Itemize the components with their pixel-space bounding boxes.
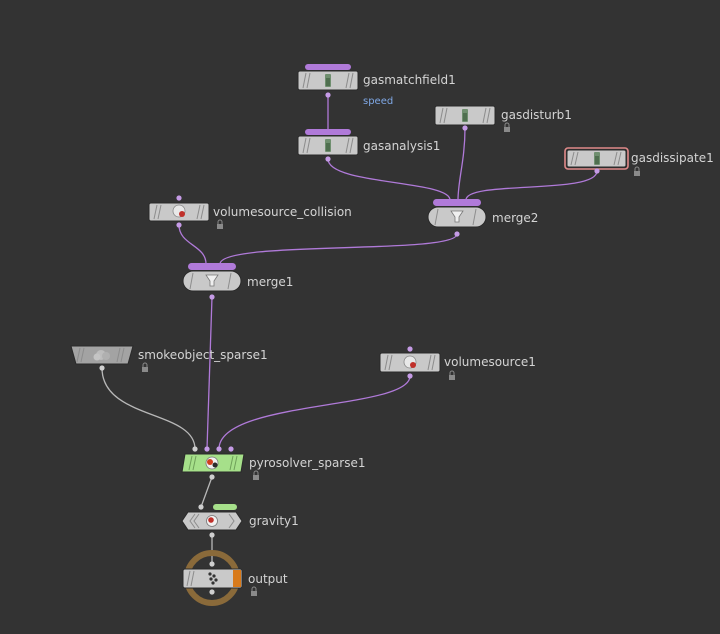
- lock-icon: [253, 470, 259, 480]
- node-sublabel: speed: [363, 96, 393, 107]
- lock-icon: [504, 122, 510, 132]
- merge-funnel-icon: [450, 210, 464, 223]
- display-flag[interactable]: [233, 570, 241, 587]
- node-gasdissipate1[interactable]: gasdissipate1: [564, 147, 714, 176]
- node-gasdisturb1[interactable]: gasdisturb1: [434, 105, 572, 132]
- gas-microsolver-icon: [462, 109, 468, 122]
- input-connector[interactable]: [209, 561, 215, 567]
- node-label: gasdisturb1: [501, 108, 572, 122]
- inputs-bar[interactable]: [433, 199, 481, 206]
- input-connector[interactable]: [198, 504, 204, 510]
- wire-merge1-to-pyrosolver[interactable]: [206, 296, 213, 450]
- gas-microsolver-icon: [325, 74, 331, 87]
- gas-microsolver-icon: [594, 152, 600, 165]
- inputs-bar[interactable]: [213, 504, 237, 510]
- smoke-object-icon: [93, 350, 110, 361]
- output-connector[interactable]: [209, 589, 215, 595]
- lock-icon: [217, 219, 223, 229]
- node-label: smokeobject_sparse1: [138, 348, 268, 362]
- node-output[interactable]: output: [182, 550, 288, 606]
- node-label: pyrosolver_sparse1: [249, 456, 366, 470]
- volume-source-icon: [172, 204, 186, 218]
- wire-volumesource-collision-to-merge1[interactable]: [178, 224, 207, 265]
- wire-pyrosolver-to-gravity[interactable]: [200, 476, 213, 508]
- bypass-flag-bar[interactable]: [305, 64, 351, 70]
- node-label: merge2: [492, 211, 538, 225]
- input-connector[interactable]: [176, 195, 182, 201]
- node-merge1[interactable]: merge1: [182, 263, 293, 300]
- node-gravity1[interactable]: gravity1: [181, 504, 299, 538]
- input-connector[interactable]: [407, 346, 413, 352]
- node-smokeobject-sparse1[interactable]: smokeobject_sparse1: [70, 345, 268, 372]
- node-merge2[interactable]: merge2: [427, 199, 538, 237]
- wire-volumesource1-to-pyrosolver[interactable]: [218, 375, 411, 450]
- node-label: merge1: [247, 275, 293, 289]
- node-label: gravity1: [249, 514, 299, 528]
- output-connector[interactable]: [209, 294, 215, 300]
- inputs-bar[interactable]: [188, 263, 236, 270]
- lock-icon: [142, 362, 148, 372]
- wire-gasdissipate-to-merge2[interactable]: [465, 170, 598, 201]
- node-gasanalysis1[interactable]: gasanalysis1: [297, 129, 440, 162]
- node-label: gasdissipate1: [631, 151, 714, 165]
- output-connector[interactable]: [209, 532, 215, 538]
- input-connector-4[interactable]: [228, 446, 234, 452]
- node-label: volumesource1: [444, 355, 536, 369]
- input-connector-2[interactable]: [204, 446, 210, 452]
- node-label: volumesource_collision: [213, 205, 352, 219]
- output-icon: [208, 572, 218, 585]
- node-volumesource1[interactable]: volumesource1: [379, 346, 536, 380]
- input-connector-3[interactable]: [216, 446, 222, 452]
- wires: [101, 95, 598, 564]
- bypass-flag-bar[interactable]: [305, 129, 351, 135]
- wire-merge2-to-merge1[interactable]: [219, 233, 458, 265]
- wire-gasanalysis-to-merge2[interactable]: [327, 158, 451, 201]
- output-connector[interactable]: [209, 474, 215, 480]
- output-connector[interactable]: [325, 156, 331, 162]
- output-connector[interactable]: [407, 373, 413, 379]
- node-pyrosolver-sparse1[interactable]: pyrosolver_sparse1: [181, 446, 366, 480]
- merge-funnel-icon: [205, 274, 219, 287]
- wire-gasdisturb-to-merge2[interactable]: [457, 127, 466, 201]
- node-gasmatchfield1[interactable]: gasmatchfield1 speed: [297, 64, 456, 107]
- node-volumesource-collision[interactable]: volumesource_collision: [148, 195, 352, 229]
- lock-icon: [634, 166, 640, 176]
- output-connector[interactable]: [99, 365, 105, 371]
- wire-smokeobject-to-pyrosolver[interactable]: [101, 367, 196, 450]
- volume-source-icon: [403, 355, 417, 369]
- gas-microsolver-icon: [325, 139, 331, 152]
- pyro-solver-icon: [205, 456, 219, 470]
- input-connector-1[interactable]: [192, 446, 198, 452]
- output-connector[interactable]: [176, 222, 182, 228]
- output-connector[interactable]: [325, 92, 331, 98]
- output-connector[interactable]: [594, 168, 600, 174]
- node-label: output: [248, 572, 288, 586]
- lock-icon: [449, 370, 455, 380]
- gravity-icon: [206, 515, 218, 527]
- output-connector[interactable]: [462, 125, 468, 131]
- node-label: gasmatchfield1: [363, 73, 456, 87]
- output-connector[interactable]: [454, 231, 460, 237]
- lock-icon: [251, 586, 257, 596]
- node-label: gasanalysis1: [363, 139, 440, 153]
